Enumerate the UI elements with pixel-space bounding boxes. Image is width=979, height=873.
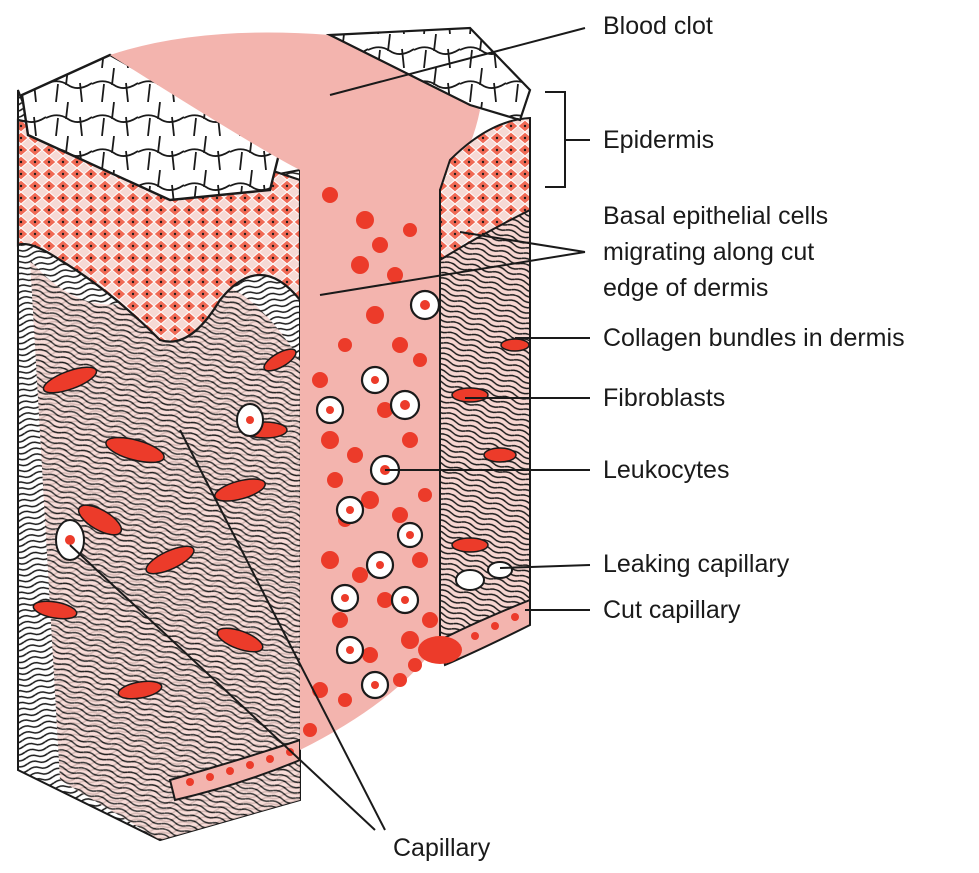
label-basal-line1: Basal epithelial cells [603, 198, 828, 234]
left-tissue-block [18, 55, 300, 840]
label-cut-capillary: Cut capillary [603, 592, 741, 628]
label-basal-line2: migrating along cut [603, 234, 814, 270]
label-epidermis: Epidermis [603, 122, 714, 158]
label-capillary: Capillary [393, 830, 490, 866]
label-blood-clot: Blood clot [603, 8, 713, 44]
label-collagen: Collagen bundles in dermis [603, 320, 905, 356]
label-fibroblasts: Fibroblasts [603, 380, 725, 416]
label-leaking-capillary: Leaking capillary [603, 546, 789, 582]
label-leukocytes: Leukocytes [603, 452, 729, 488]
label-basal-line3: edge of dermis [603, 270, 768, 306]
